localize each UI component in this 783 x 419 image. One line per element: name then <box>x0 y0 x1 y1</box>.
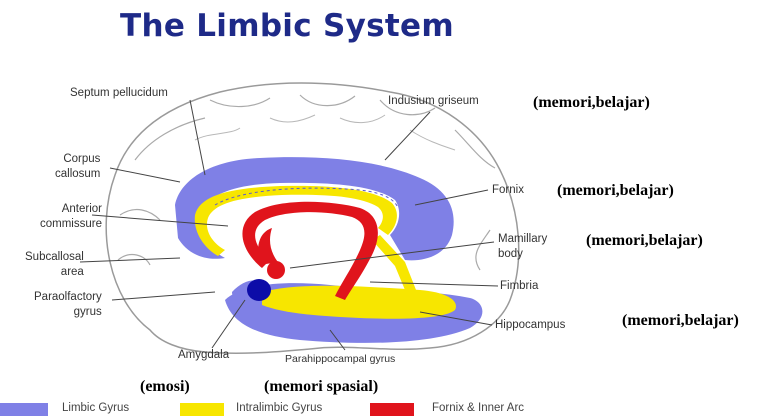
legend-label-fornix: Fornix & Inner Arc <box>432 402 524 414</box>
legend-label-limbic: Limbic Gyrus <box>62 402 129 414</box>
note-hippocampus: (memori,belajar) <box>622 312 739 330</box>
mamillary-body-shape <box>267 261 285 279</box>
note-indusium: (memori,belajar) <box>533 94 650 112</box>
label-amygdala: Amygdala <box>178 348 229 363</box>
legend-label-intralimbic: Intralimbic Gyrus <box>236 402 322 414</box>
label-hippocampus: Hippocampus <box>495 318 565 333</box>
label-anterior-commissure: Anterior commissure <box>40 202 102 232</box>
label-fornix: Fornix <box>492 183 524 198</box>
label-subcallosal-area: Subcallosal area <box>25 250 84 280</box>
label-septum-pellucidum: Septum pellucidum <box>70 86 168 101</box>
label-parahippocampal-gyrus: Parahippocampal gyrus <box>285 352 395 367</box>
label-indusium-griseum: Indusium griseum <box>388 94 479 109</box>
note-amygdala: (emosi) <box>140 378 190 396</box>
amygdala-shape <box>247 279 271 301</box>
note-fornix: (memori,belajar) <box>557 182 674 200</box>
legend-swatch-intralimbic <box>180 403 224 416</box>
note-parahippocampal: (memori spasial) <box>264 378 378 396</box>
note-mamillary: (memori,belajar) <box>586 232 703 250</box>
label-paraolfactory-gyrus: Paraolfactory gyrus <box>34 290 102 320</box>
label-fimbria: Fimbria <box>500 279 538 294</box>
label-mamillary-body: Mamillary body <box>498 232 547 262</box>
label-corpus-callosum: Corpus callosum <box>55 152 100 182</box>
legend-swatch-fornix <box>370 403 414 416</box>
legend-swatch-limbic <box>0 403 48 416</box>
